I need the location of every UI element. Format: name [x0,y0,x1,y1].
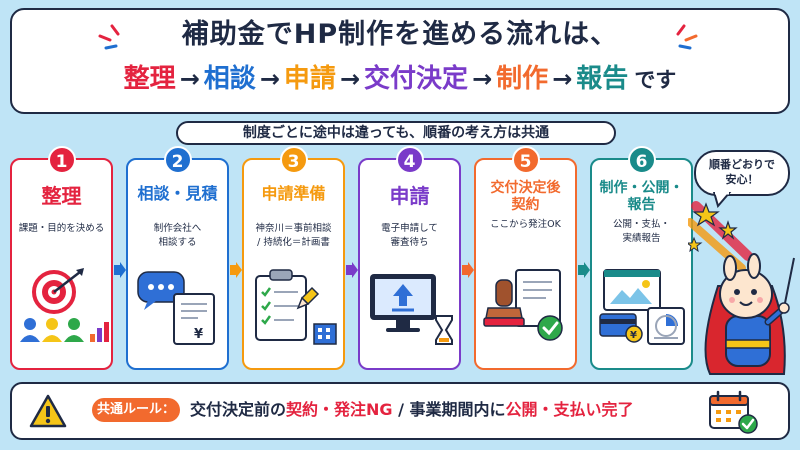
step-title: 制作・公開・ 報告 [599,180,684,213]
step-description: 電子申請して 審査待ち [381,223,438,248]
flow-step-1: 整理 [123,64,176,94]
flow-step-6: 報告 [576,64,629,94]
rule-separator: / [392,400,410,419]
flow-arrow: → [339,65,361,93]
calendar-check-icon [709,390,758,434]
step-number-badge: 3 [279,146,308,174]
speech-bubble: 順番どおりで 安心！ [694,150,790,196]
step-arrow-icon [462,262,474,282]
step-arrow-icon [230,262,242,282]
flow-step-2: 相談 [203,64,256,94]
rule-part1: 交付決定前の [190,400,287,419]
flow-summary: 整理→相談→申請→交付決定→制作→報告です [0,58,800,95]
superhero-mascot-icon [688,201,795,375]
subtitle: 制度ごとに途中は違っても、順番の考え方は共通 [176,121,616,145]
step-arrow-icon [578,262,590,282]
rule-part1-highlight: 契約・発注NG [286,400,393,419]
step-title: 交付決定後 契約 [490,180,561,213]
step-card-3: 申請準備神奈川＝事前相談 / 持続化＝計画書 [242,158,345,370]
flow-step-5: 制作 [496,64,549,94]
step-arrow-icon [114,262,126,282]
step-number-badge: 1 [47,146,76,174]
right-burst-decoration [676,24,698,50]
svg-text:¥: ¥ [630,330,637,341]
svg-text:¥: ¥ [194,327,203,342]
page-title: 補助金でHP制作を進める流れは、 [181,19,619,50]
checklist-icon [250,268,342,352]
rule-part2: 事業期間内に [409,400,506,419]
warning-icon [29,394,67,428]
flow-arrow: → [472,65,493,93]
step-number-badge: 6 [627,146,656,174]
flow-arrow: → [552,65,573,93]
flow-step-3: 申請 [283,64,336,94]
flow-arrow: → [259,65,280,93]
step-card-5: 交付決定後 契約ここから発注OK [474,158,577,370]
flow-suffix: です [634,68,677,92]
speech-bubble-text: 順番どおりで 安心！ [709,158,775,186]
step-card-1: 整理課題・目的を決める [10,158,113,370]
report-icon: ¥ [598,268,690,352]
title-banner [10,8,790,114]
rule-label-badge: 共通ルール： [92,398,180,422]
upload-monitor-icon [366,268,458,352]
stamp-contract-icon [482,268,574,352]
step-number-badge: 4 [395,146,424,174]
chat-quote-icon: ¥ [134,268,226,352]
rule-text: 交付決定前の契約・発注NG / 事業期間内に公開・支払い完了 [190,398,634,422]
step-title: 整理 [41,184,82,208]
step-number-badge: 2 [163,146,192,174]
step-description: 課題・目的を決める [18,223,105,234]
step-card-4: 申請電子申請して 審査待ち [358,158,461,370]
rule-part2-highlight: 公開・支払い完了 [505,400,634,419]
speech-bubble-tail [712,192,732,208]
step-description: ここから発注OK [490,219,561,230]
step-description: 制作会社へ 相談する [153,223,202,248]
step-title: 相談・見積 [137,184,218,203]
step-card-2: 相談・見積制作会社へ 相談する ¥ [126,158,229,370]
flow-step-4: 交付決定 [364,64,469,94]
left-burst-decoration [98,24,120,50]
step-arrow-icon [346,262,358,282]
target-people-icon [18,268,110,352]
flow-arrow: → [179,65,200,93]
step-title: 申請 [389,184,430,208]
step-description: 公開・支払・ 実績報告 [612,219,670,244]
step-description: 神奈川＝事前相談 / 持続化＝計画書 [255,223,332,248]
step-number-badge: 5 [511,146,540,174]
step-card-6: 制作・公開・ 報告公開・支払・ 実績報告 ¥ [590,158,693,370]
step-title: 申請準備 [261,184,326,203]
